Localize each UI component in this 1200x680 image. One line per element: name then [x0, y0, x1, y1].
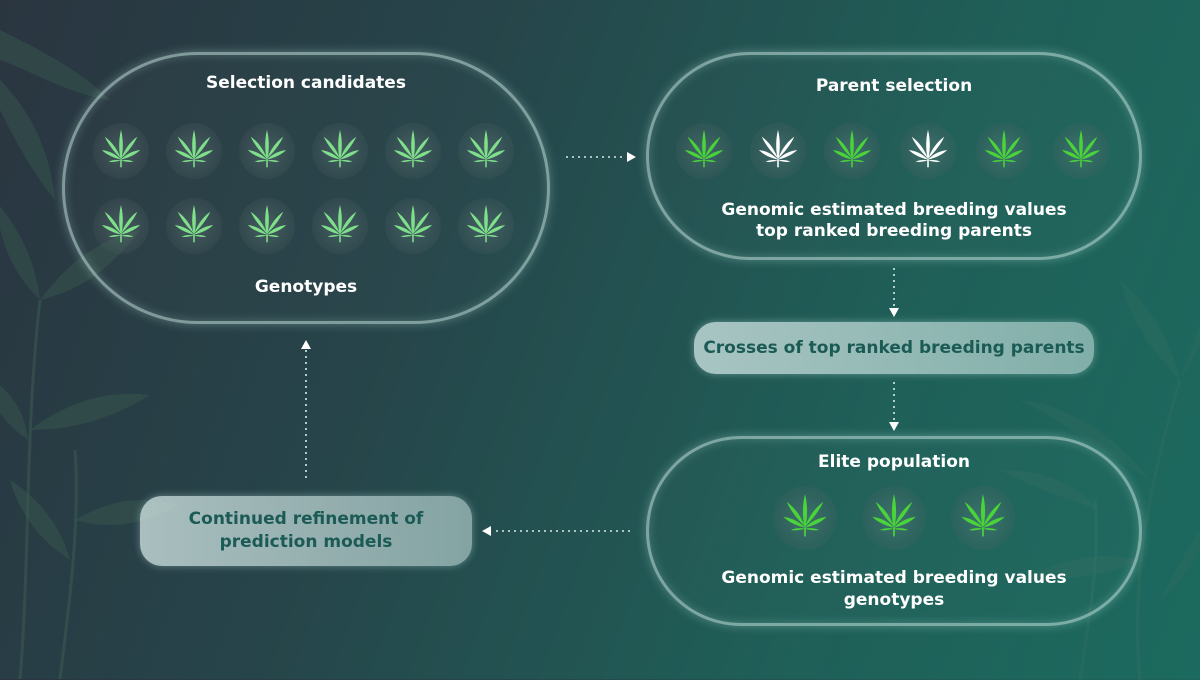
arrowhead-right	[627, 152, 636, 162]
cannabis-leaf-icon	[166, 123, 222, 179]
cannabis-leaf-icon	[862, 486, 926, 550]
cannabis-leaf-icon	[900, 123, 956, 179]
cannabis-leaf-icon	[239, 198, 295, 254]
cannabis-leaf-icon	[385, 198, 441, 254]
elite-gebv-line: Genomic estimated breeding values	[721, 568, 1067, 588]
cannabis-leaf-icon	[239, 123, 295, 179]
cannabis-leaf-icon	[166, 198, 222, 254]
cannabis-leaf-icon	[676, 123, 732, 179]
refinement-line2: prediction models	[219, 532, 393, 552]
cannabis-leaf-icon	[750, 123, 806, 179]
parent-gebv-line: Genomic estimated breeding values	[721, 200, 1067, 220]
cannabis-leaf-icon	[312, 198, 368, 254]
cannabis-leaf-icon	[385, 123, 441, 179]
cannabis-leaf-icon	[458, 198, 514, 254]
elite-population-title: Elite population	[818, 452, 970, 472]
refinement-box: Continued refinement of prediction model…	[140, 496, 472, 566]
refinement-line1: Continued refinement of	[188, 509, 424, 529]
cannabis-leaf-icon	[458, 123, 514, 179]
elite-genotypes-line: genotypes	[843, 590, 945, 610]
parent-selection-group	[646, 52, 1142, 260]
cannabis-leaf-icon	[773, 486, 837, 550]
arrowhead-down-1	[889, 308, 899, 317]
parent-selection-title: Parent selection	[815, 76, 973, 96]
crosses-label: Crosses of top ranked breeding parents	[703, 337, 1085, 358]
genotypes-label: Genotypes	[254, 277, 358, 297]
cannabis-leaf-icon	[312, 123, 368, 179]
arrowhead-up	[301, 340, 311, 349]
selection-candidates-title: Selection candidates	[206, 73, 406, 93]
parent-top-ranked-line: top ranked breeding parents	[755, 221, 1033, 241]
cannabis-leaf-icon	[951, 486, 1015, 550]
cannabis-leaf-icon	[1053, 123, 1109, 179]
cannabis-leaf-icon	[93, 123, 149, 179]
arrowhead-left	[482, 526, 491, 536]
cannabis-leaf-icon	[824, 123, 880, 179]
selection-candidates-group	[62, 52, 550, 324]
crosses-box: Crosses of top ranked breeding parents	[694, 322, 1094, 374]
cannabis-leaf-icon	[976, 123, 1032, 179]
elite-population-group	[646, 436, 1142, 626]
arrowhead-down-2	[889, 422, 899, 431]
cannabis-leaf-icon	[93, 198, 149, 254]
